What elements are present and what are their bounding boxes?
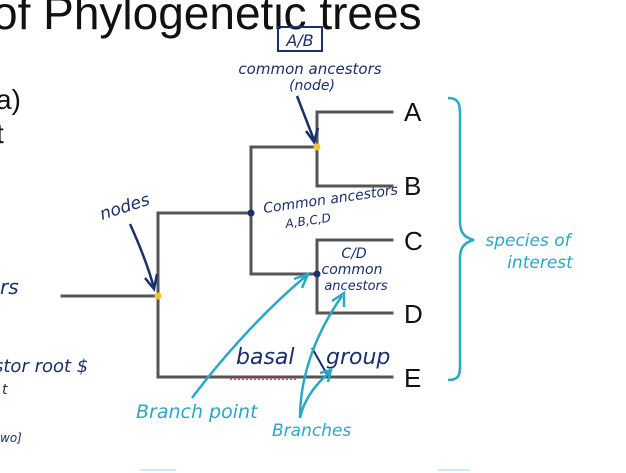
nodes-arrow-head bbox=[144, 273, 159, 292]
left-fragment-1: rs bbox=[0, 275, 19, 299]
tip-label-a: A bbox=[404, 97, 422, 127]
tip-label-b: B bbox=[404, 171, 421, 201]
branches-arrow-upper bbox=[298, 295, 344, 419]
branches-arrow-lower-head bbox=[319, 368, 333, 383]
ab-box-label: A/B bbox=[285, 31, 313, 50]
species-of-interest-line2: interest bbox=[507, 253, 574, 273]
branches-label: Branches bbox=[272, 421, 351, 441]
ab-common-ancestors-label: common ancestors bbox=[238, 60, 381, 78]
root-node-dot bbox=[154, 292, 162, 300]
branch-point-arrow-head bbox=[293, 271, 311, 289]
branch-point-label: Branch point bbox=[136, 401, 259, 423]
cd-ancestors-label: ancestors bbox=[324, 279, 388, 294]
cd-label: C/D bbox=[341, 246, 366, 262]
left-text-line-2: t bbox=[0, 118, 4, 150]
group-label: group bbox=[326, 345, 390, 370]
abcd-node-dot bbox=[247, 209, 255, 217]
cd-common-label: common bbox=[322, 262, 383, 278]
abcd-species-label: A,B,C,D bbox=[283, 211, 331, 231]
slide-title: of Phylogenetic trees bbox=[0, 0, 422, 39]
ab-node-dot bbox=[313, 143, 321, 151]
branch-point-arrow bbox=[191, 275, 307, 399]
left-fragment-3: t bbox=[2, 382, 8, 398]
species-brace bbox=[447, 96, 475, 382]
ab-arrow-head bbox=[304, 127, 320, 145]
ab-node-label: (node) bbox=[289, 78, 335, 94]
left-fragment-2: stor root $ bbox=[0, 356, 88, 377]
ab-box bbox=[277, 26, 323, 52]
nodes-arrow bbox=[128, 223, 156, 289]
ab-arrow bbox=[295, 95, 316, 141]
cd-node-dot bbox=[313, 270, 321, 278]
left-text-line-1: a) bbox=[0, 84, 21, 115]
tip-label-e: E bbox=[404, 363, 421, 393]
branches-arrow-upper-head bbox=[331, 290, 346, 307]
nodes-label: nodes bbox=[97, 190, 152, 225]
tip-label-c: C bbox=[404, 226, 423, 256]
basal-label: basal bbox=[236, 345, 295, 370]
species-of-interest-line1: species of bbox=[485, 231, 573, 251]
tip-label-d: D bbox=[404, 299, 423, 329]
left-fragment-4: wo] bbox=[0, 431, 22, 445]
